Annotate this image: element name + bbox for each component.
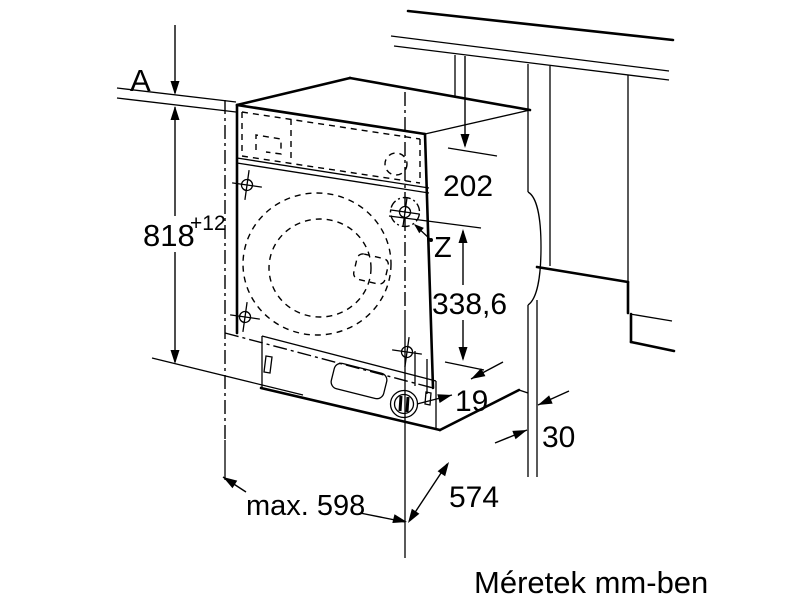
hinge-reference-z: Z — [414, 224, 452, 264]
dim-label-height: 818 — [143, 218, 195, 253]
dim-panel-thickness: 30 — [494, 390, 575, 454]
service-flap-icon — [330, 362, 388, 400]
dim-label-a: A — [130, 63, 151, 98]
display-icon — [255, 134, 282, 155]
dim-label-574: 574 — [449, 481, 499, 514]
plinth-slot-icon — [263, 355, 273, 374]
plinth-panel — [259, 335, 521, 432]
dim-label-30: 30 — [542, 421, 575, 454]
cabinet-side-panel — [454, 55, 676, 477]
dimensions: A 818 +12 202 Z — [130, 25, 575, 523]
dim-depth: 574 — [408, 462, 499, 523]
dim-door-offset: 19 — [414, 351, 504, 418]
control-panel — [241, 111, 421, 184]
dim-label-height-tolerance: +12 — [190, 212, 226, 235]
drain-pump-knob-icon — [389, 389, 419, 419]
program-knob-icon — [384, 152, 408, 176]
worktop-lines — [116, 9, 675, 113]
units-note: Méretek mm-ben — [474, 565, 708, 600]
dim-gap-a: A — [130, 25, 180, 98]
dim-top-clearance: 202 — [443, 56, 498, 203]
mounting-point-crosshair — [392, 337, 422, 367]
mounting-point-crosshair — [230, 302, 260, 332]
door-bulge-profile — [527, 191, 542, 306]
washing-machine — [230, 76, 532, 432]
machine-top-face — [235, 76, 532, 136]
dim-label-z: Z — [434, 232, 452, 264]
dim-label-338: 338,6 — [432, 288, 507, 321]
dim-hinge-height: 338,6 — [388, 215, 507, 371]
furniture-door-outline — [224, 100, 434, 480]
machine-front-face — [235, 103, 435, 390]
mounting-point-crosshair — [232, 170, 262, 200]
floor-line — [151, 357, 304, 396]
door-handle-icon — [352, 253, 390, 285]
porthole-door — [242, 192, 392, 336]
dim-niche-height: 818 +12 — [143, 106, 226, 364]
dim-label-202: 202 — [443, 170, 493, 203]
dim-label-19: 19 — [455, 385, 488, 418]
dim-label-max598: max. 598 — [246, 490, 365, 522]
dim-door-width: max. 598 — [222, 476, 407, 523]
hose-clip-icon — [424, 391, 432, 406]
